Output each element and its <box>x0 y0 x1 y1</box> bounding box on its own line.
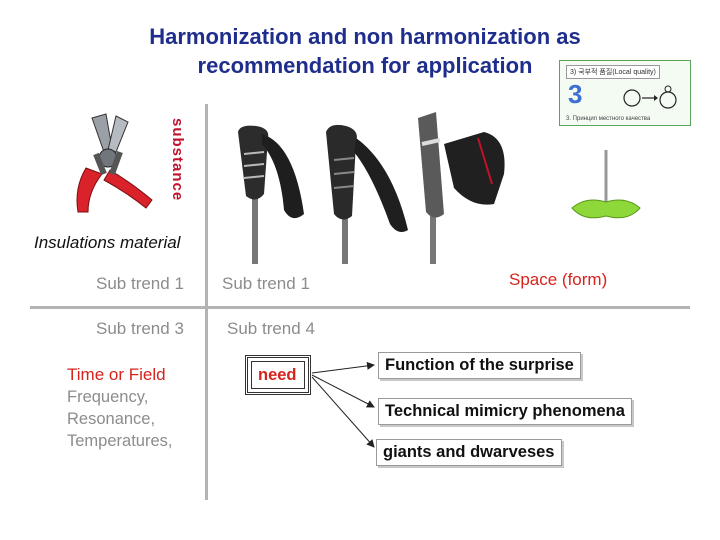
title-line-1: Harmonization and non harmonization as <box>149 24 581 49</box>
pliers-image <box>76 113 153 213</box>
page-title: Harmonization and non harmonization as r… <box>60 22 670 80</box>
time-field-item: Resonance, <box>67 410 156 428</box>
vertical-divider <box>205 104 208 500</box>
thumbnail-digit: 3 <box>568 79 583 109</box>
ski-pole-grips-image <box>238 112 505 264</box>
sub-trend-top-left: Sub trend 1 <box>96 274 184 293</box>
insulations-material-label: Insulations material <box>34 233 181 252</box>
t-handle-tool-image <box>571 150 641 219</box>
outcome-box-giants: giants and dwarveses <box>376 439 562 466</box>
sub-trend-3-label: Sub trend 3 <box>96 319 184 338</box>
outcome-box-mimicry: Technical mimicry phenomena <box>378 398 632 425</box>
arrow-to-surprise <box>311 361 375 374</box>
sub-trend-top-right: Sub trend 1 <box>222 274 310 293</box>
need-arrows <box>311 361 375 448</box>
outcome-box-surprise: Function of the surprise <box>378 352 581 379</box>
time-field-item: Frequency, <box>67 388 149 406</box>
time-field-list: Time or Field Frequency, Resonance, Temp… <box>67 364 172 452</box>
circle-transform-icon <box>623 85 677 109</box>
substance-label: substance <box>169 118 186 202</box>
arrow-to-mimicry <box>311 374 375 408</box>
need-label: need <box>258 366 297 384</box>
space-form-label: Space (form) <box>509 270 608 289</box>
time-field-heading: Time or Field <box>67 365 166 384</box>
local-quality-thumbnail: 3) 국부적 품질(Local quality) 3 3. Принцип ме… <box>559 60 691 126</box>
need-box: need <box>245 355 311 395</box>
arrow-to-giants <box>311 376 375 448</box>
sub-trend-4-label: Sub trend 4 <box>227 319 315 338</box>
title-line-2: recommendation for application <box>197 53 533 78</box>
time-field-item: Temperatures, <box>67 432 173 450</box>
thumbnail-bottom-text: 3. Принцип местного качества <box>566 116 651 122</box>
horizontal-divider <box>30 306 690 309</box>
thumbnail-top-text: 3) 국부적 품질(Local quality) <box>566 65 660 79</box>
